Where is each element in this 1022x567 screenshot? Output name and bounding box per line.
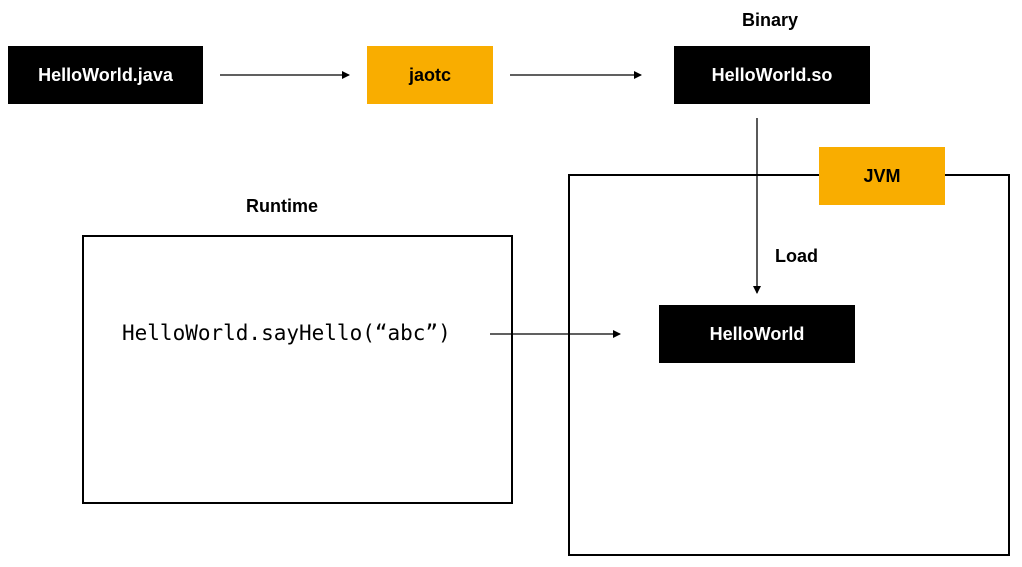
binary-file-label: HelloWorld.so <box>711 64 833 85</box>
jaotc-label: jaotc <box>408 64 451 85</box>
jvm-badge: JVM <box>819 147 945 205</box>
binary-file-box: HelloWorld.so <box>674 46 870 104</box>
binary-caption: Binary <box>742 10 799 30</box>
helloworld-class-box: HelloWorld <box>659 305 855 363</box>
helloworld-class-label: HelloWorld <box>709 323 805 344</box>
jaotc-box: jaotc <box>367 46 493 104</box>
jvm-frame <box>568 174 1010 556</box>
jvm-label: JVM <box>863 165 901 186</box>
runtime-frame <box>82 235 513 504</box>
load-caption: Load <box>775 246 818 266</box>
method-call-code: HelloWorld.sayHello(“abc”) <box>122 321 451 345</box>
source-file-box: HelloWorld.java <box>8 46 203 104</box>
source-file-label: HelloWorld.java <box>38 64 173 85</box>
runtime-caption: Runtime <box>246 196 318 216</box>
